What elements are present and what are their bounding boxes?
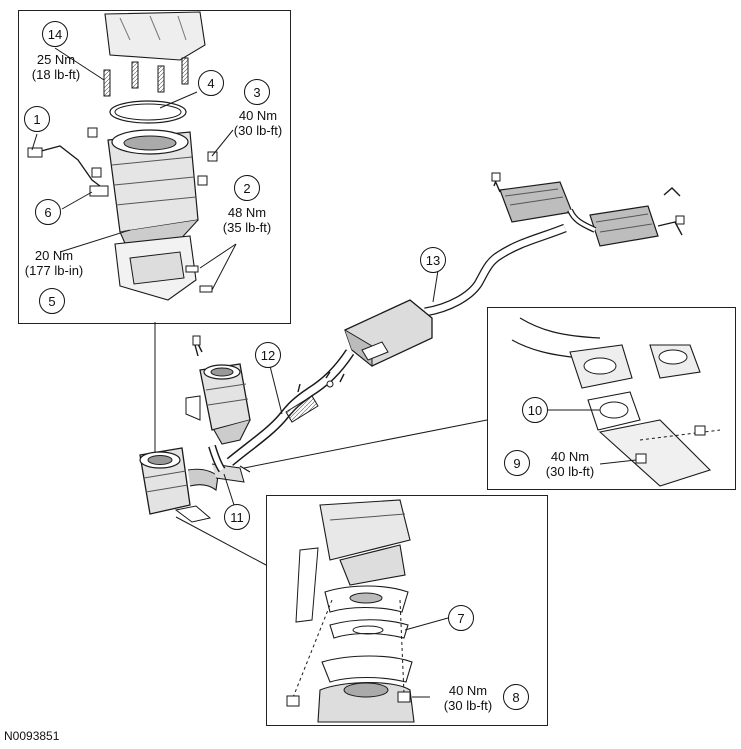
- torque-3: 40 Nm(30 lb-ft): [233, 108, 283, 138]
- callout-12: 12: [255, 342, 281, 368]
- rear-muffler-right: [589, 187, 685, 247]
- front-catalyst-lower: [139, 447, 251, 523]
- torque-2: 48 Nm(35 lb-ft): [222, 205, 272, 235]
- front-catalyst-upper: [185, 335, 251, 445]
- torque-14: 25 Nm(18 lb-ft): [31, 52, 81, 82]
- callout-6: 6: [35, 199, 61, 225]
- flex-coupling: [285, 395, 319, 423]
- callout-1: 1: [24, 106, 50, 132]
- torque-5: 20 Nm(177 lb-in): [24, 248, 84, 278]
- center-muffler: [344, 299, 433, 368]
- callout-3: 3: [244, 79, 270, 105]
- rear-muffler-left: [491, 172, 573, 223]
- callout-4: 4: [198, 70, 224, 96]
- intermediate-pipe: [424, 223, 567, 317]
- torque-8: 40 Nm(30 lb-ft): [443, 683, 493, 713]
- inset1-drawing: [27, 11, 237, 301]
- inset2-drawing: [511, 317, 721, 487]
- callout-9: 9: [504, 450, 530, 476]
- callout-2: 2: [234, 175, 260, 201]
- callout-10: 10: [522, 397, 548, 423]
- figure-id: N0093851: [4, 729, 60, 743]
- callout-5: 5: [39, 288, 65, 314]
- torque-9: 40 Nm(30 lb-ft): [545, 449, 595, 479]
- callout-13: 13: [420, 247, 446, 273]
- callout-11: 11: [224, 504, 250, 530]
- callout-14: 14: [42, 21, 68, 47]
- callout-7: 7: [448, 605, 474, 631]
- inset3-drawing: [286, 499, 449, 723]
- callout-8: 8: [503, 684, 529, 710]
